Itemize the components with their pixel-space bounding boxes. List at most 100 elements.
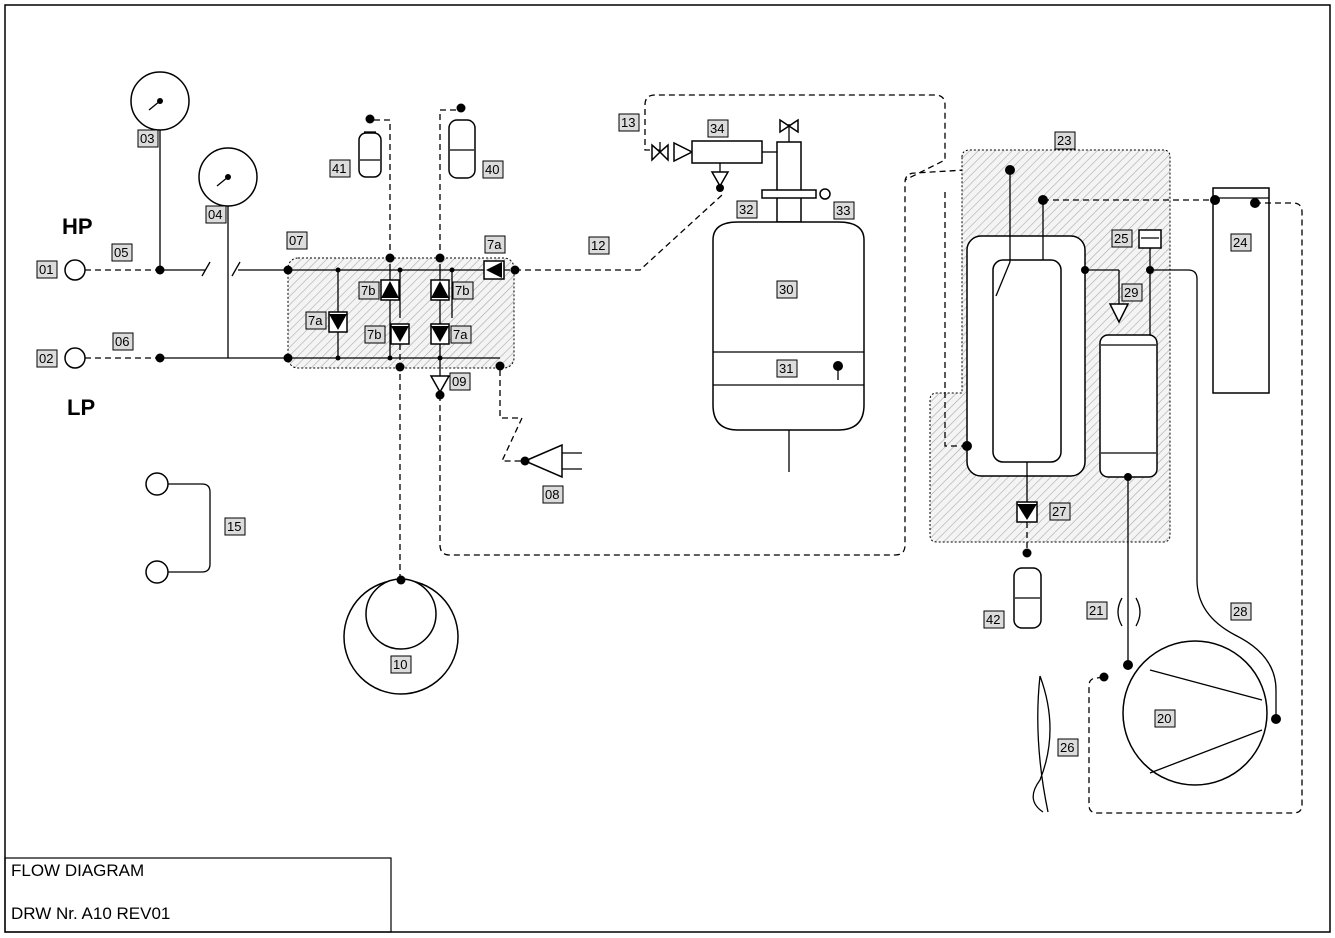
- line-28: [1150, 269, 1277, 719]
- svg-text:12: 12: [591, 238, 605, 253]
- svg-text:30: 30: [779, 282, 793, 297]
- tag-31: 31: [776, 359, 798, 378]
- tag-04: 04: [205, 205, 227, 224]
- valve-13: [651, 142, 669, 162]
- svg-text:15: 15: [227, 519, 241, 534]
- fan-26: [1032, 675, 1051, 813]
- tag-12: 12: [588, 236, 610, 255]
- valve-7a-right: [483, 260, 505, 280]
- drawing-frame: [4, 4, 1331, 933]
- drawing-number: DRW Nr. A10 REV01: [11, 904, 170, 923]
- filter-drier-24: [1212, 187, 1270, 394]
- valve-7b-upper-right: [430, 279, 450, 301]
- svg-text:06: 06: [115, 334, 129, 349]
- svg-text:7b: 7b: [455, 283, 469, 298]
- tag-15: 15: [224, 517, 246, 536]
- tag-23: 23: [1054, 131, 1076, 150]
- oil-bottle-42: [1013, 567, 1042, 629]
- recovery-connector-08: [523, 443, 582, 479]
- svg-text:26: 26: [1060, 740, 1074, 755]
- tag-32: 32: [736, 200, 758, 219]
- tag-28: 28: [1230, 602, 1252, 621]
- tag-7b-left: 7b: [358, 281, 380, 300]
- tag-7a-top: 7a: [484, 235, 506, 254]
- svg-text:24: 24: [1233, 235, 1247, 250]
- svg-text:31: 31: [779, 361, 793, 376]
- tag-30: 30: [776, 280, 798, 299]
- sight-glass-34: [691, 140, 763, 164]
- svg-text:01: 01: [39, 262, 53, 277]
- drawing-title: FLOW DIAGRAM: [11, 861, 144, 880]
- valve-7a-lower: [430, 323, 450, 345]
- lp-label: LP: [67, 395, 95, 420]
- compressor-20: [1122, 640, 1268, 786]
- tag-33: 33: [833, 201, 855, 220]
- svg-text:40: 40: [485, 162, 499, 177]
- tag-24: 24: [1230, 233, 1252, 252]
- svg-text:32: 32: [739, 202, 753, 217]
- svg-text:28: 28: [1233, 604, 1247, 619]
- tag-25: 25: [1111, 229, 1133, 248]
- svg-text:10: 10: [393, 657, 407, 672]
- tag-01: 01: [36, 260, 58, 279]
- tag-06: 06: [112, 332, 134, 351]
- tag-08: 08: [542, 485, 564, 504]
- tag-42: 42: [983, 610, 1005, 629]
- svg-text:42: 42: [986, 612, 1000, 627]
- tag-29: 29: [1121, 283, 1143, 302]
- tag-13: 13: [618, 113, 640, 132]
- tag-10: 10: [390, 655, 412, 674]
- svg-text:7b: 7b: [361, 283, 375, 298]
- svg-text:09: 09: [452, 374, 466, 389]
- valve-7b-upper-left: [380, 279, 400, 301]
- svg-text:07: 07: [289, 233, 303, 248]
- svg-text:41: 41: [332, 161, 346, 176]
- tag-27: 27: [1049, 502, 1071, 521]
- svg-text:13: 13: [621, 115, 635, 130]
- svg-text:20: 20: [1157, 711, 1171, 726]
- tag-7b-right: 7b: [452, 281, 474, 300]
- svg-text:7b: 7b: [367, 327, 381, 342]
- svg-text:05: 05: [114, 245, 128, 260]
- tag-02: 02: [36, 349, 58, 368]
- hp-service-port: [64, 259, 86, 281]
- title-block: [4, 857, 392, 933]
- svg-text:27: 27: [1052, 504, 1066, 519]
- valve-27: [1016, 501, 1038, 523]
- svg-text:7a: 7a: [308, 313, 323, 328]
- tag-40: 40: [482, 160, 504, 179]
- svg-text:33: 33: [836, 203, 850, 218]
- tag-20: 20: [1154, 709, 1176, 728]
- svg-text:7a: 7a: [453, 327, 468, 342]
- tag-7a-left: 7a: [305, 311, 327, 330]
- tag-21: 21: [1086, 601, 1108, 620]
- svg-text:08: 08: [545, 487, 559, 502]
- tag-26: 26: [1057, 738, 1079, 757]
- tag-05: 05: [111, 243, 133, 262]
- recovery-tank-30: [712, 118, 865, 472]
- svg-text:04: 04: [208, 207, 222, 222]
- svg-text:23: 23: [1057, 133, 1071, 148]
- oil-bottle-40: [448, 119, 476, 179]
- lp-service-port: [64, 347, 86, 369]
- svg-text:21: 21: [1089, 603, 1103, 618]
- svg-text:34: 34: [710, 121, 724, 136]
- tag-03: 03: [137, 129, 159, 148]
- svg-text:7a: 7a: [487, 237, 502, 252]
- svg-text:02: 02: [39, 351, 53, 366]
- tag-41: 41: [329, 159, 351, 178]
- tag-07: 07: [286, 231, 308, 250]
- valve-7b-lower: [390, 323, 410, 345]
- svg-text:25: 25: [1114, 231, 1128, 246]
- hp-label: HP: [62, 214, 93, 239]
- check-valve-09: [429, 375, 451, 394]
- oil-bottle-41: [358, 131, 382, 178]
- svg-text:29: 29: [1124, 285, 1138, 300]
- tag-7b-bottom: 7b: [364, 325, 386, 344]
- tag-7a-bottom: 7a: [450, 325, 472, 344]
- tag-34: 34: [707, 119, 729, 138]
- valve-7a-left: [328, 311, 348, 333]
- pressure-switch-25: [1138, 229, 1162, 270]
- service-hose-15: [145, 472, 211, 584]
